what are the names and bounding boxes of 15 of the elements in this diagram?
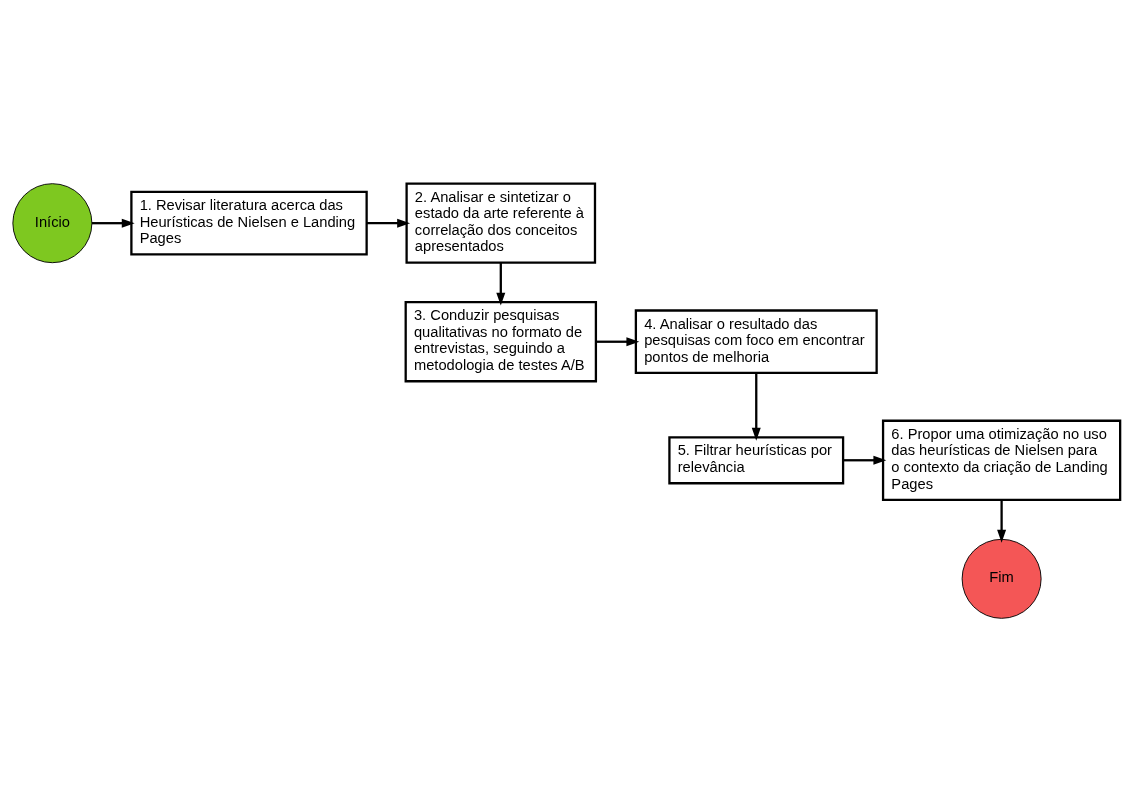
node-box: 6. Propor uma otimização no uso das heurísticas de Nielsen para o contexto da criação de Landing Pages [881, 419, 1122, 501]
arrow [596, 337, 640, 347]
arrow [997, 500, 1007, 543]
arrow [91, 218, 135, 228]
node-circle: Início [12, 183, 93, 264]
arrow [843, 455, 887, 465]
arrow [496, 262, 506, 306]
arrow [751, 373, 761, 441]
node-box: 1. Revisar literatura acerca das Heurísticas de Nielsen e Landing Pages [130, 190, 368, 256]
node-box: 3. Conduzir pesquisas qualitativas no formato de entrevistas, seguindo a metodologia de testes A/B [404, 301, 598, 383]
arrow [366, 218, 411, 228]
node-box: 2. Analisar e sintetizar o estado da arte referente à correlação dos conceitos apresentados [405, 182, 597, 264]
node-box: 4. Analisar o resultado das pesquisas com foco em encontrar pontos de melhoria [634, 309, 878, 375]
node-box: 5. Filtrar heurísticas por relevância [668, 436, 845, 485]
node-circle: Fim [961, 538, 1042, 619]
